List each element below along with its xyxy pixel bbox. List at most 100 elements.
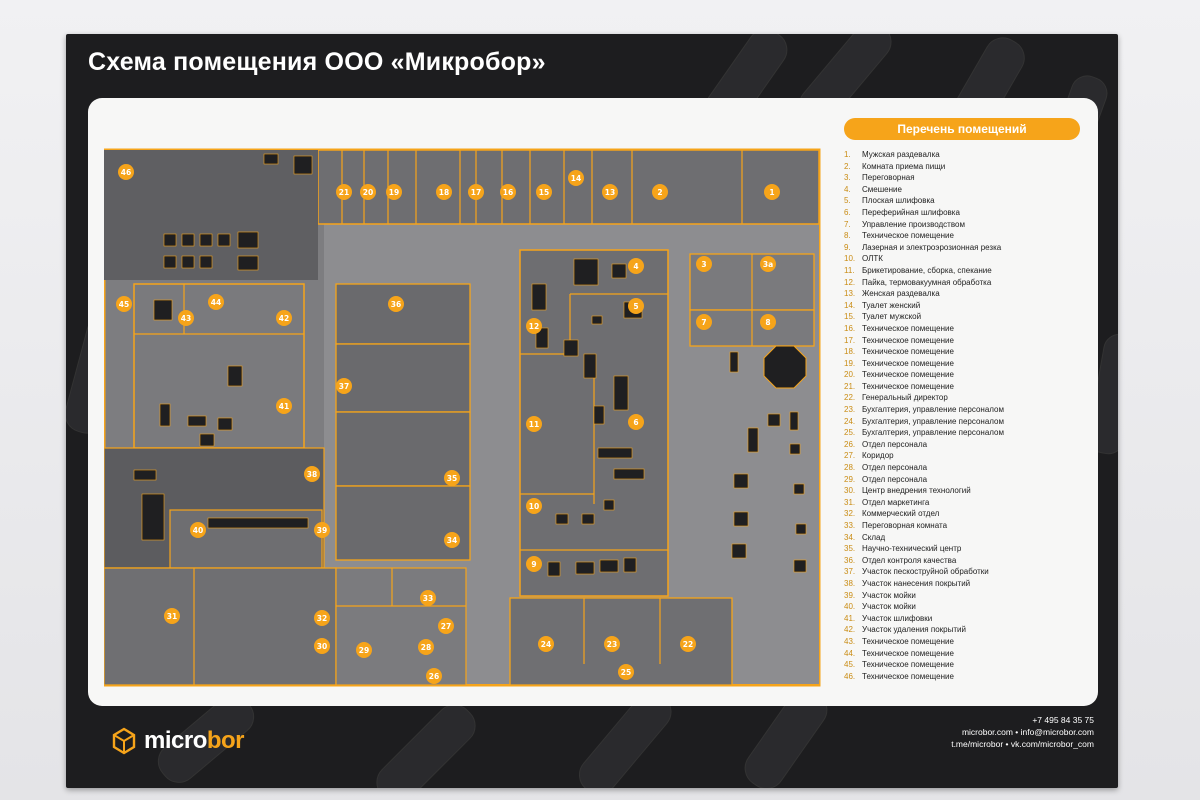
room-marker-label: 7 — [701, 318, 706, 327]
legend-item: 11.Брикетирование, сборка, спекание — [844, 265, 1080, 277]
contact-social: t.me/microbor • vk.com/microbor_com — [951, 739, 1094, 749]
room-marker: 32 — [314, 610, 330, 626]
legend-item: 12.Пайка, термовакуумная обработка — [844, 277, 1080, 289]
room-37 — [335, 343, 471, 413]
legend-item-number: 20. — [844, 370, 856, 380]
room-marker-label: 38 — [307, 470, 317, 479]
octagon-machine — [763, 345, 807, 389]
room-marker-circle — [426, 668, 442, 684]
equipment-block — [733, 473, 749, 489]
legend-item-number: 41. — [844, 613, 856, 623]
room-marker-label: 2 — [657, 188, 662, 197]
legend-item-number: 35. — [844, 544, 856, 554]
legend-item-number: 21. — [844, 381, 856, 391]
legend-item-label: Техническое помещение — [862, 335, 954, 345]
room-marker: 33 — [420, 590, 436, 606]
legend-item-number: 29. — [844, 474, 856, 484]
legend-item-number: 43. — [844, 636, 856, 646]
room-marker: 7 — [696, 314, 712, 330]
legend-item: 39.Участок мойки — [844, 590, 1080, 602]
room-marker-label: 31 — [167, 612, 177, 621]
legend-item-number: 39. — [844, 590, 856, 600]
room-marker-circle — [118, 164, 134, 180]
legend-item-label: Брикетирование, сборка, спекание — [862, 265, 992, 275]
room-marker-label: 37 — [339, 382, 349, 391]
room-marker: 30 — [314, 638, 330, 654]
legend-item-number: 24. — [844, 416, 856, 426]
equipment-block — [575, 561, 595, 575]
equipment-block — [187, 415, 207, 427]
legend-item-label: Коммерческий отдел — [862, 509, 940, 519]
equipment-block — [795, 523, 807, 535]
legend-item-number: 15. — [844, 312, 856, 322]
room-marker-circle — [652, 184, 668, 200]
room-marker-label: 14 — [571, 174, 581, 183]
equipment-block — [237, 231, 259, 249]
room-marker-circle — [602, 184, 618, 200]
room-marker-circle — [444, 532, 460, 548]
legend-item: 29. Отдел персонала — [844, 474, 1080, 486]
legend-item: 20.Техническое помещение — [844, 369, 1080, 381]
legend-item: 32.Коммерческий отдел — [844, 508, 1080, 520]
room-marker-circle — [628, 258, 644, 274]
legend-item: 33.Переговорная комната — [844, 520, 1080, 532]
room-marker-label: 21 — [339, 188, 349, 197]
room-marker-circle — [500, 184, 516, 200]
legend-item-label: Отдел персонала — [862, 439, 928, 449]
legend-item: 5.Плоская шлифовка — [844, 195, 1080, 207]
legend-item-number: 31. — [844, 497, 856, 507]
legend-item-label: Отдел контроля качества — [862, 555, 957, 565]
brand-name: microbor — [144, 727, 245, 755]
legend-item-label: Переферийная шлифовка — [862, 207, 960, 217]
room-marker-label: 11 — [529, 420, 539, 429]
room-marker-circle — [336, 378, 352, 394]
legend-item-label: Туалет женский — [862, 300, 921, 310]
equipment-block — [591, 315, 603, 325]
room-marker-label: 30 — [317, 642, 327, 651]
legend-item-number: 45. — [844, 660, 856, 670]
legend-item: 26. Отдел персонала — [844, 439, 1080, 451]
contacts: +7 495 84 35 75 microbor.com • info@micr… — [951, 714, 1094, 750]
legend-item-number: 9. — [844, 242, 851, 252]
legend-item: 35. Научно-технический центр — [844, 543, 1080, 555]
legend-item-label: Отдел персонала — [862, 474, 928, 484]
room-marker: 26 — [426, 668, 442, 684]
room-marker: 16 — [500, 184, 516, 200]
room-marker: 17 — [468, 184, 484, 200]
room-marker: 46 — [118, 164, 134, 180]
legend-item-label: Научно-технический центр — [862, 544, 962, 554]
room-marker: 27 — [438, 618, 454, 634]
legend-item: 1.Мужская раздевалка — [844, 149, 1080, 161]
equipment-block — [547, 561, 561, 577]
legend-item: 40.Участок мойки — [844, 601, 1080, 613]
room-marker-label: 5 — [633, 302, 638, 311]
legend-item-label: Участок мойки — [862, 602, 916, 612]
room-marker-label: 22 — [683, 640, 693, 649]
room-marker-circle — [526, 498, 542, 514]
equipment-block — [731, 543, 747, 559]
legend-item-number: 38. — [844, 578, 856, 588]
equipment-block — [531, 283, 547, 311]
room-marker-circle — [276, 398, 292, 414]
room-marker: 45 — [116, 296, 132, 312]
room-marker: 35 — [444, 470, 460, 486]
room-marker: 9 — [526, 556, 542, 572]
room-marker-label: 13 — [605, 188, 615, 197]
legend-item-label: Центр внедрения технологий — [862, 486, 971, 496]
legend-item-number: 26. — [844, 439, 856, 449]
room-marker-label: 45 — [119, 300, 129, 309]
legend-item-number: 3. — [844, 173, 851, 183]
legend-item-label: Лазерная и электроэрозионная резка — [862, 242, 1002, 252]
legend-item-number: 46. — [844, 671, 856, 681]
room-marker-label: 24 — [541, 640, 551, 649]
room-marker-label: 35 — [447, 474, 457, 483]
room-marker: 44 — [208, 294, 224, 310]
room-marker-circle — [760, 256, 776, 272]
legend-item-label: Мужская раздевалка — [862, 150, 940, 159]
room-marker-circle — [356, 642, 372, 658]
room-marker-circle — [468, 184, 484, 200]
equipment-block — [603, 499, 615, 511]
room-marker: 43 — [178, 310, 194, 326]
